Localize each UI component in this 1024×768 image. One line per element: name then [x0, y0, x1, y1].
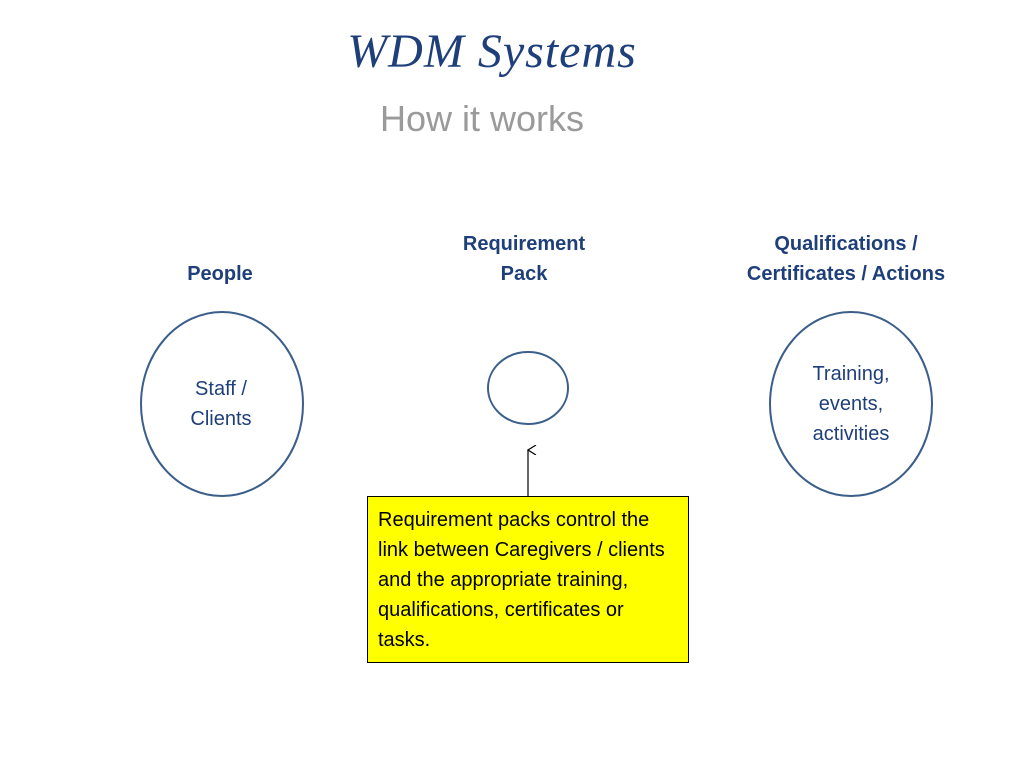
requirement-pack-heading-line: Pack [500, 263, 548, 285]
qualifications-circle [769, 311, 933, 497]
people-circle-label: Staff / Clients [141, 374, 301, 434]
qualifications-circle-label: Training, events, activities [771, 359, 931, 449]
slide-subtitle: How it works [379, 98, 585, 139]
callout-box: Requirement packs control the link betwe… [367, 496, 689, 663]
people-heading: People [187, 263, 253, 285]
people-circle-label-line: Staff / [195, 378, 247, 400]
requirement-pack-circle [487, 351, 569, 425]
requirement-pack-heading-line: Requirement [462, 233, 586, 255]
people-circle-label-line: Clients [190, 408, 252, 430]
qualifications-heading-line: Certificates / Actions [746, 263, 946, 285]
qualifications-circle-label-line: Training, [812, 363, 890, 385]
slide-title: WDM Systems [347, 25, 637, 78]
qualifications-heading: Qualifications / Certificates / Actions [710, 229, 982, 289]
requirement-pack-heading: Requirement Pack [434, 229, 614, 289]
people-circle [140, 311, 304, 497]
qualifications-circle-label-line: events, [818, 393, 884, 415]
qualifications-heading-line: Qualifications / [774, 233, 918, 255]
qualifications-circle-label-line: activities [812, 423, 890, 445]
